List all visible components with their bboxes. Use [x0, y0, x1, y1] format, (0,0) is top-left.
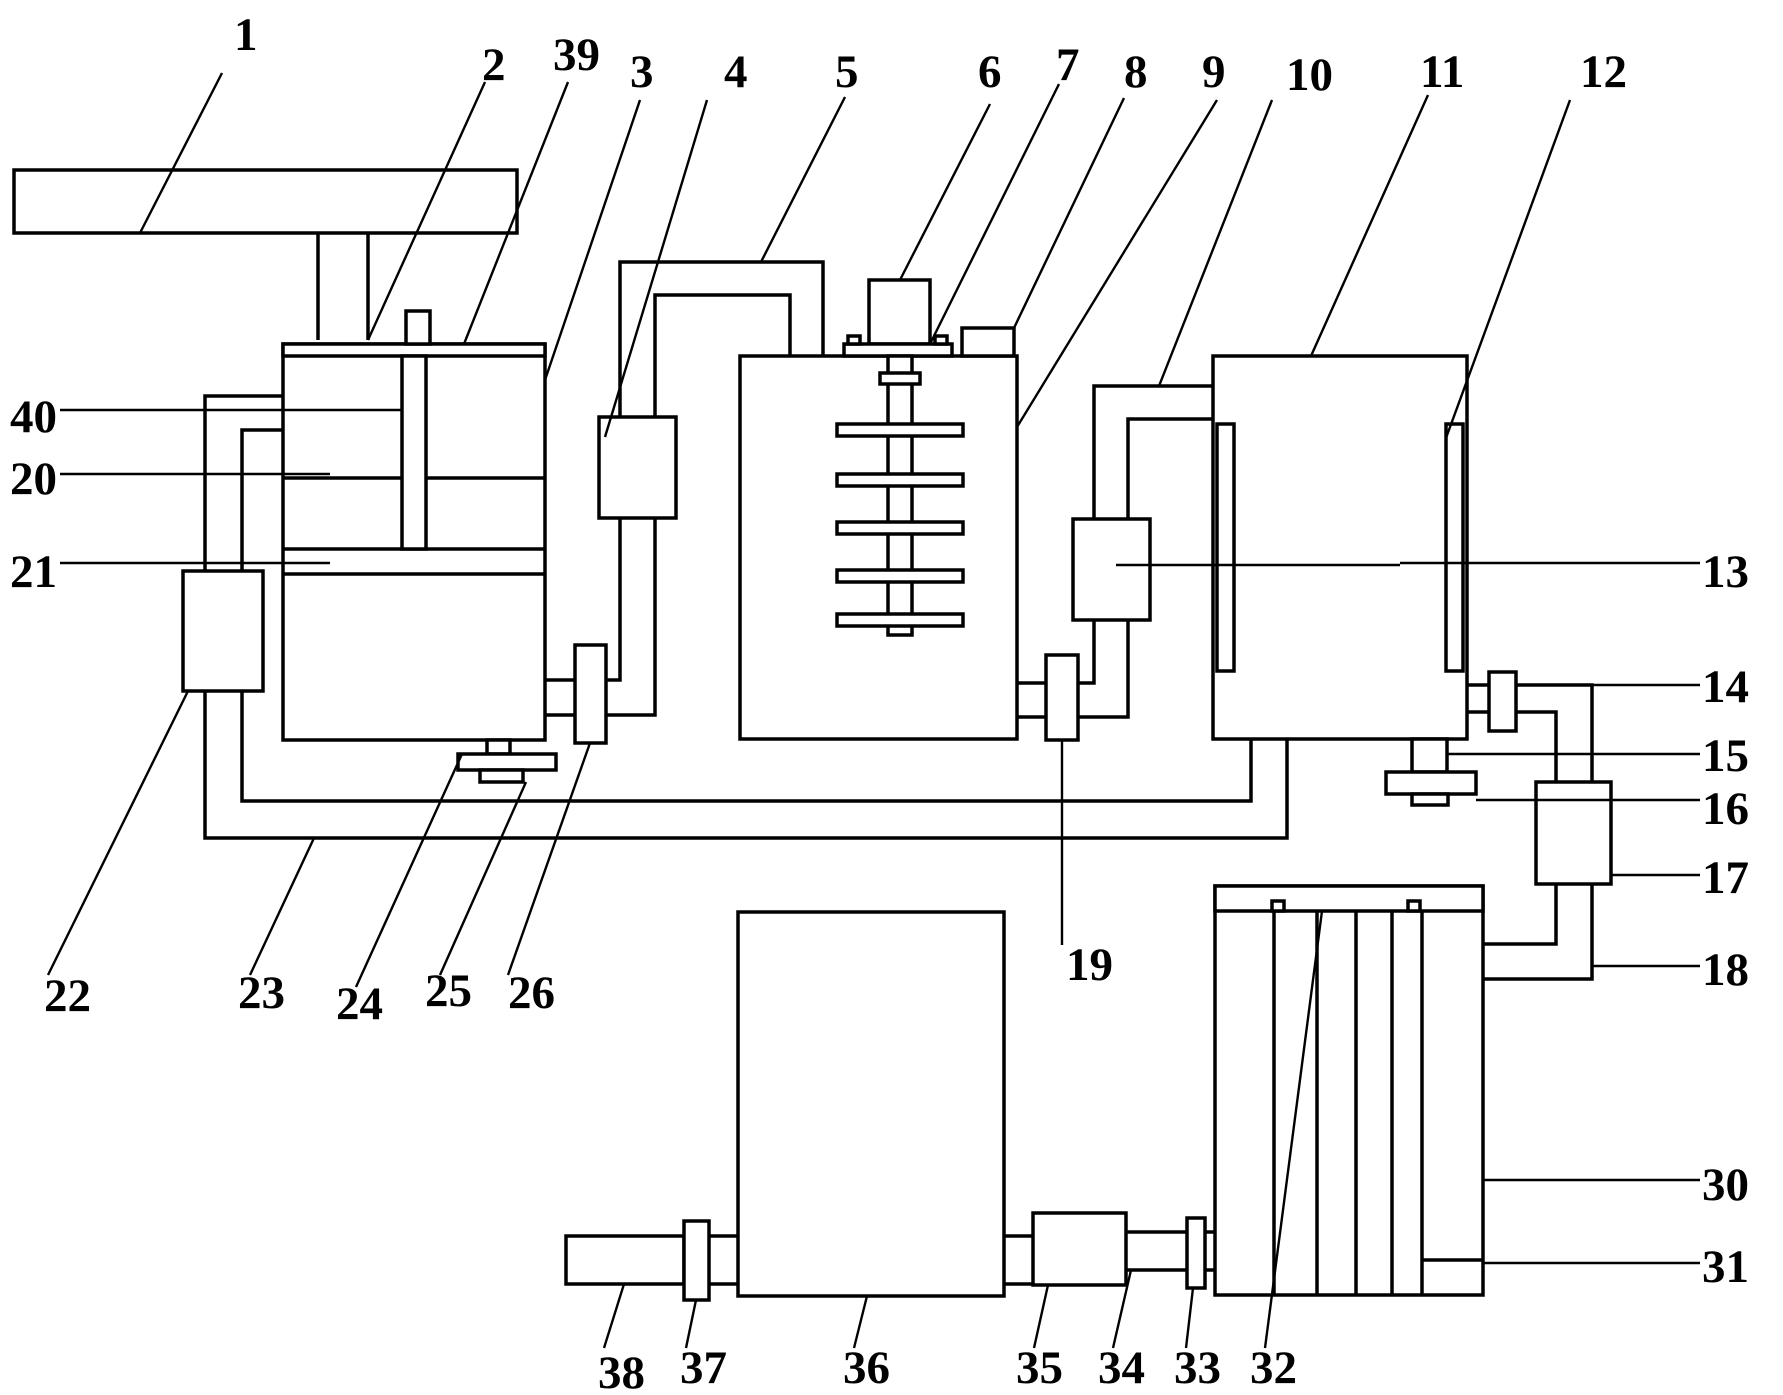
label-25: 25	[425, 965, 472, 1017]
label-11: 11	[1420, 46, 1464, 98]
label-4: 4	[724, 46, 748, 98]
label-24: 24	[336, 978, 383, 1030]
label-33: 33	[1174, 1342, 1221, 1394]
callout-labels: 1 2 39 3 4 5 6 7 8 9 10 11 12 40 20 21 1…	[10, 9, 1749, 1395]
left-tank	[281, 309, 558, 784]
label-3: 3	[630, 46, 654, 98]
label-35: 35	[1016, 1342, 1063, 1394]
label-38: 38	[598, 1347, 645, 1395]
label-20: 20	[10, 453, 57, 505]
label-15: 15	[1702, 730, 1749, 782]
return-pipes	[203, 394, 1289, 840]
label-9: 9	[1202, 46, 1226, 98]
label-37: 37	[680, 1342, 727, 1394]
label-7: 7	[1056, 39, 1080, 91]
plate-unit	[1213, 884, 1485, 1297]
label-10: 10	[1286, 49, 1333, 101]
label-19: 19	[1066, 939, 1113, 991]
label-36: 36	[843, 1342, 890, 1394]
label-30: 30	[1702, 1159, 1749, 1211]
label-23: 23	[238, 967, 285, 1019]
valve-19-line	[1017, 384, 1213, 742]
stirred-tank	[738, 278, 1019, 741]
label-2: 2	[482, 39, 506, 91]
label-18: 18	[1702, 944, 1749, 996]
label-13: 13	[1702, 546, 1749, 598]
label-21: 21	[10, 546, 57, 598]
right-tank	[1211, 354, 1478, 807]
label-5: 5	[835, 46, 859, 98]
label-40: 40	[10, 391, 57, 443]
label-22: 22	[44, 970, 91, 1022]
valve-14-line	[1467, 670, 1613, 981]
label-17: 17	[1702, 852, 1749, 904]
label-6: 6	[978, 46, 1002, 98]
label-1: 1	[234, 9, 258, 61]
label-26: 26	[508, 967, 555, 1019]
label-14: 14	[1702, 661, 1749, 713]
pump-22	[181, 569, 265, 693]
valve-26-line	[545, 260, 825, 745]
bottom-line	[564, 910, 1215, 1302]
label-16: 16	[1702, 783, 1749, 835]
leader-lines	[46, 72, 1700, 1349]
label-12: 12	[1580, 46, 1627, 98]
top-bar-support	[12, 168, 519, 340]
label-32: 32	[1250, 1342, 1297, 1394]
label-34: 34	[1098, 1342, 1145, 1394]
label-8: 8	[1124, 46, 1148, 98]
label-39: 39	[553, 29, 600, 81]
label-31: 31	[1702, 1241, 1749, 1293]
